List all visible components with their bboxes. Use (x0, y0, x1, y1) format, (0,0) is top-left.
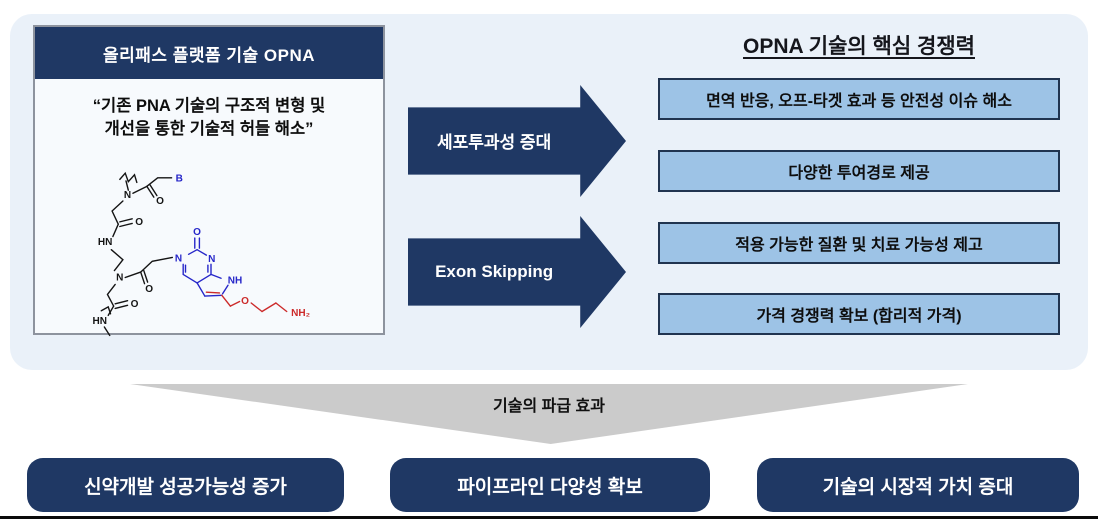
atom-label-o: O (156, 196, 164, 207)
card-quote: “기존 PNA 기술의 구조적 변형 및 개선을 통한 기술적 허들 해소” (35, 95, 383, 141)
benefit-box-diseases: 적용 가능한 질환 및 치료 가능성 제고 (658, 222, 1060, 264)
atom-label-n: N (116, 273, 123, 284)
benefit-box-routes: 다양한 투여경로 제공 (658, 150, 1060, 192)
atom-label-b: B (176, 174, 183, 185)
atom-label-hn: HN (98, 237, 113, 248)
arrow-label: Exon Skipping (435, 261, 554, 281)
benefit-box-safety: 면역 반응, 오프-타겟 효과 등 안전성 이슈 해소 (658, 78, 1060, 120)
card-header-title: 올리패스 플랫폼 기술 OPNA (102, 45, 316, 65)
atom-label-o: O (131, 299, 139, 310)
right-panel-title: OPNA 기술의 핵심 경쟁력 (743, 35, 975, 58)
atom-label-n: N (208, 254, 215, 265)
molecule-linker-labels: O NH₂ (241, 296, 310, 319)
opna-platform-card: 올리패스 플랫폼 기술 OPNA “기존 PNA 기술의 구조적 변형 및 개선… (33, 25, 385, 337)
molecule-backbone-labels: N O O HN N O O HN (92, 190, 164, 327)
molecule-linker-chain (205, 291, 288, 313)
atom-label-o: O (135, 217, 143, 228)
atom-label-o: O (193, 227, 201, 238)
molecule-backbone (100, 171, 174, 337)
bottom-divider-line (0, 516, 1098, 519)
card-header: 올리패스 플랫폼 기술 OPNA (35, 27, 383, 79)
opna-molecule-structure-image: N O O HN N O O HN (92, 171, 310, 337)
benefit-box-price: 가격 경쟁력 확보 (합리적 가격) (658, 293, 1060, 335)
atom-label-nh: NH (228, 276, 243, 287)
atom-label-nh2: NH₂ (291, 308, 310, 319)
arrow-label: 세포투과성 증대 (437, 133, 552, 153)
molecule-base-rings (182, 237, 229, 297)
atom-label-o: O (145, 284, 153, 295)
funnel-label: 기술의 파급 효과 (493, 398, 605, 415)
molecule-base-labels: N N O NH B (175, 174, 242, 287)
atom-label-hn: HN (92, 316, 107, 327)
outcome-pill-pipeline: 파이프라인 다양성 확보 (390, 458, 710, 512)
atom-label-n: N (175, 253, 182, 264)
atom-label-n: N (124, 190, 131, 201)
quote-line-1: “기존 PNA 기술의 구조적 변형 및 (92, 97, 326, 115)
atom-label-o: O (241, 296, 249, 307)
outcome-pill-drug-success: 신약개발 성공가능성 증가 (27, 458, 344, 512)
outcome-pill-market-value: 기술의 시장적 가치 증대 (757, 458, 1079, 512)
quote-line-2: 개선을 통한 기술적 허들 해소” (104, 119, 314, 138)
